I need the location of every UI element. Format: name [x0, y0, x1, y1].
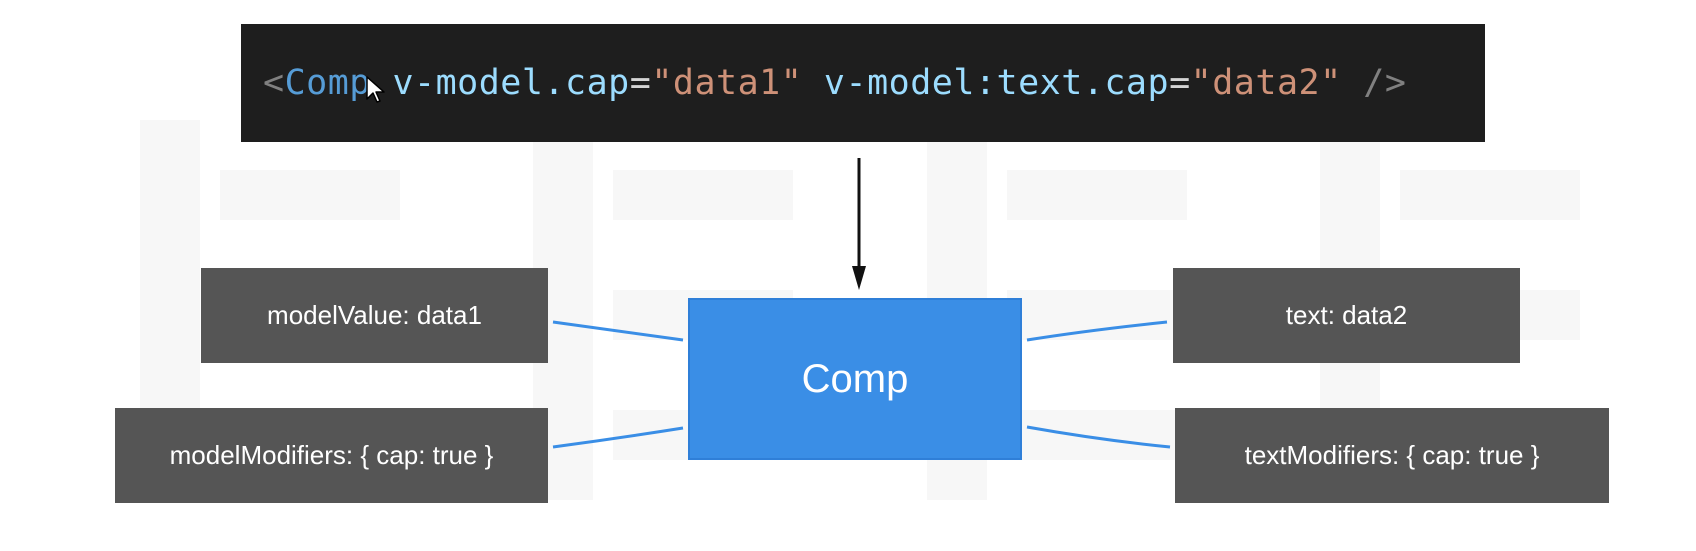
code-self-close: />: [1341, 63, 1407, 103]
code-equals: =: [629, 63, 652, 103]
code-attr-model: v-model.cap: [392, 63, 630, 103]
code-tag-name: Comp: [284, 63, 371, 103]
down-arrow-icon: [852, 158, 866, 290]
connector-left-bottom: [552, 426, 684, 449]
model-value-label: modelValue: data1: [267, 300, 482, 330]
code-snippet: <Comp v-model.cap="data1" v-model:text.c…: [241, 24, 1485, 142]
comp-component-box: Comp: [688, 298, 1022, 460]
text-modifiers-label: textModifiers: { cap: true }: [1244, 440, 1540, 470]
code-equals: =: [1169, 63, 1191, 103]
code-value-data1: "data1": [651, 63, 803, 103]
code-open-bracket: <: [263, 63, 285, 103]
connector-right-top: [1026, 320, 1168, 342]
text-value-label: text: data2: [1285, 300, 1408, 330]
text-modifiers-box: textModifiers: { cap: true }: [1175, 408, 1609, 503]
connector-left-top: [552, 320, 684, 342]
model-modifiers-label: modelModifiers: { cap: true }: [169, 440, 494, 470]
comp-component-label: Comp: [801, 356, 909, 401]
text-value-box: text: data2: [1173, 268, 1520, 363]
code-attr-text-model: v-model:text.cap: [823, 63, 1170, 103]
code-value-data2: "data2": [1190, 63, 1342, 103]
connector-right-bottom: [1026, 425, 1171, 449]
model-modifiers-box: modelModifiers: { cap: true }: [115, 408, 548, 503]
model-value-box: modelValue: data1: [201, 268, 548, 363]
code-space: [802, 63, 824, 103]
